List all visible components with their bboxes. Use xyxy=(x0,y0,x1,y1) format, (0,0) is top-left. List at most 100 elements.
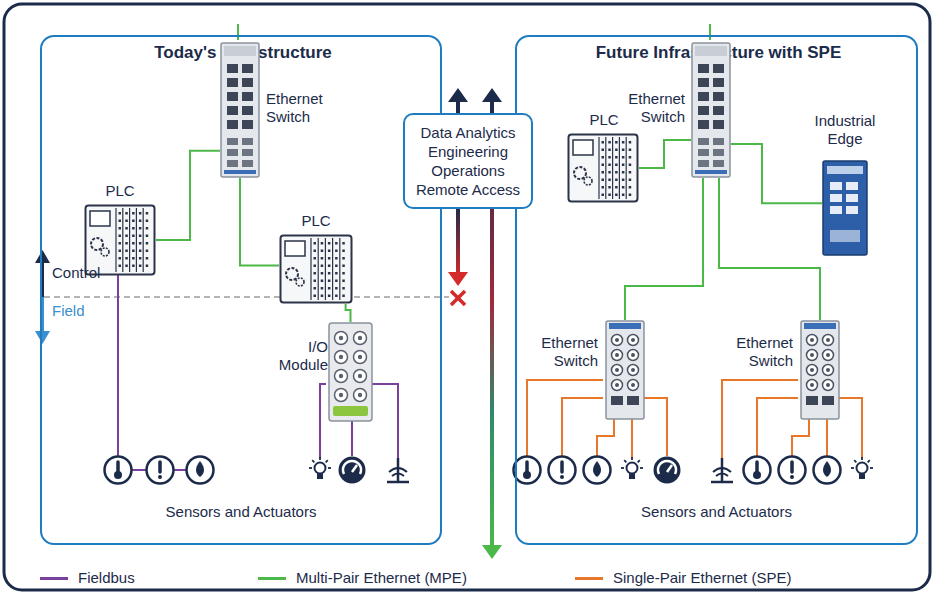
lamp-actuator xyxy=(851,467,854,469)
drawing-part xyxy=(622,186,625,189)
drawing-part xyxy=(827,166,863,174)
infrastructure-panel: Today's InfrastructureEthernet SwitchPLC… xyxy=(40,35,442,545)
drawing-part xyxy=(328,265,331,268)
drawing-part xyxy=(125,235,128,238)
lamp-actuator xyxy=(309,467,312,469)
drawing-part xyxy=(622,179,625,182)
drawing-part xyxy=(615,338,619,342)
drawing-part xyxy=(122,208,123,272)
level-sensor xyxy=(196,461,204,477)
drawing-part xyxy=(314,250,317,253)
zone-label: Control xyxy=(52,264,100,282)
drawing-part xyxy=(713,138,724,145)
node-label: PLC xyxy=(565,111,643,129)
plc: PLC xyxy=(277,210,355,306)
drawing-part xyxy=(335,389,348,402)
data-access-box: Data Analytics Engineering Operations Re… xyxy=(403,113,533,209)
drawing-part xyxy=(132,227,135,230)
pressure-sensor xyxy=(352,465,357,472)
alarm-sensor xyxy=(790,462,794,472)
ethernet-link xyxy=(639,140,691,168)
access-arrow xyxy=(482,88,502,102)
drawing-part xyxy=(806,396,818,405)
drawing-part xyxy=(602,171,605,174)
drawing-part xyxy=(605,137,606,199)
blocked-arrow xyxy=(456,206,460,274)
drawing-part xyxy=(314,257,317,260)
drawing-part xyxy=(119,265,122,268)
drawing-part xyxy=(125,257,128,260)
drawing-part xyxy=(615,383,619,387)
drawing-part xyxy=(615,353,619,357)
drawing-part xyxy=(602,164,605,167)
drawing-part xyxy=(631,338,635,342)
drawing-part xyxy=(608,149,611,152)
uplink-wire xyxy=(709,24,711,40)
ethernet-switch: Ethernet Switch xyxy=(522,318,648,424)
drawing-part xyxy=(615,194,618,197)
alarm-sensor xyxy=(158,475,162,479)
drawing-part xyxy=(698,106,709,115)
drawing-part xyxy=(129,208,130,272)
drawing-part xyxy=(328,295,331,298)
drawing-part xyxy=(146,212,149,215)
ethernet-link xyxy=(719,178,820,320)
drawing-part xyxy=(627,396,639,405)
drawing-part xyxy=(804,323,836,329)
drawing-part xyxy=(146,235,149,238)
drawing-part xyxy=(698,120,709,129)
drawing-part xyxy=(132,235,135,238)
drawing-part xyxy=(242,106,253,115)
legend-text: Fieldbus xyxy=(78,569,135,587)
drawing-part xyxy=(227,92,238,101)
pressure-sensor xyxy=(667,465,672,472)
drawing-part xyxy=(807,350,818,361)
drawing-part xyxy=(132,220,135,223)
ethernet-link xyxy=(240,178,279,266)
drawing-part xyxy=(125,265,128,268)
legend-swatch xyxy=(575,577,603,580)
drawing-part xyxy=(339,238,340,300)
drawing-part xyxy=(631,383,635,387)
drawing-part xyxy=(296,278,304,286)
drawing-part xyxy=(612,365,623,376)
drawing-part xyxy=(354,332,367,345)
group-label: Sensors and Actuators xyxy=(40,503,442,521)
ethernet-link xyxy=(346,304,351,322)
drawing-part xyxy=(335,287,338,290)
drawing-part xyxy=(119,250,122,253)
drawing-part xyxy=(224,170,256,174)
drawing-part xyxy=(227,64,238,73)
drawing-part xyxy=(339,355,343,359)
lamp-actuator xyxy=(629,474,635,479)
antenna-symbol xyxy=(389,468,407,476)
drawing-part xyxy=(227,138,238,145)
drawing-part xyxy=(342,265,345,268)
drawing-part xyxy=(629,141,632,144)
drawing-part xyxy=(823,335,834,346)
drawing-part xyxy=(692,43,730,177)
switchBig-icon xyxy=(220,42,260,178)
drawing-part xyxy=(333,406,368,416)
drawing-part xyxy=(314,272,317,275)
sensor-wire xyxy=(351,420,353,456)
drawing-part xyxy=(354,351,367,364)
drawing-part xyxy=(846,182,858,190)
plc-icon xyxy=(567,133,639,203)
drawing-part xyxy=(321,280,324,283)
drawing-part xyxy=(335,257,338,260)
drawing-part xyxy=(242,64,253,73)
legend-swatch xyxy=(40,577,68,580)
drawing-part xyxy=(335,370,348,383)
drawing-part xyxy=(826,353,830,357)
sensor-symbol xyxy=(744,457,771,484)
sensor-wire xyxy=(320,384,326,458)
drawing-part xyxy=(242,92,253,101)
industrial-edge: Industrial Edge xyxy=(797,110,893,260)
drawing-part xyxy=(628,365,639,376)
drawing-part xyxy=(119,235,122,238)
drawing-part xyxy=(342,257,345,260)
switchBig-icon xyxy=(691,42,731,178)
